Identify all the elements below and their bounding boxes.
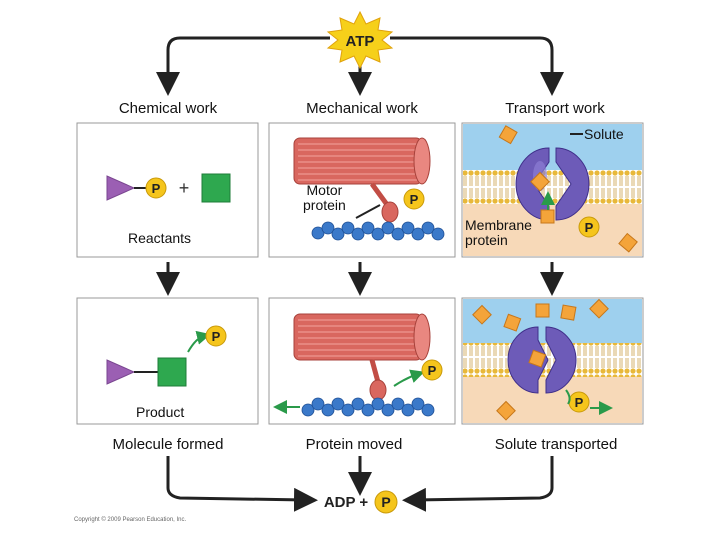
motor-protein-label: Motor protein <box>303 182 346 213</box>
solute-particle <box>589 298 609 319</box>
solute-particle <box>528 349 547 368</box>
transport-after: P <box>463 298 642 423</box>
muscle-fiber-bundle <box>293 137 431 185</box>
transport-protein <box>507 326 577 394</box>
actin-filament <box>311 221 445 241</box>
solute-particle <box>540 209 555 224</box>
mechanical-before: P <box>293 137 445 241</box>
solute-particle <box>618 232 638 253</box>
svg-text:P: P <box>410 192 419 207</box>
product-triangle <box>106 359 136 385</box>
solute-particle <box>530 171 550 192</box>
adp-label: ADP + <box>324 494 369 511</box>
transport-work-title: Transport work <box>505 100 605 117</box>
mechanical-after: P <box>273 313 443 417</box>
solute-particle <box>560 304 577 321</box>
chemical-work-title: Chemical work <box>118 100 218 117</box>
atp-label: ATP <box>346 33 375 50</box>
svg-text:P: P <box>152 181 161 196</box>
phosphate-icon <box>403 188 425 210</box>
reactants-label: Reactants <box>128 230 192 246</box>
motor-protein-head <box>369 379 387 401</box>
svg-text:P: P <box>575 395 584 410</box>
svg-text:P: P <box>381 494 390 510</box>
reactant-triangle <box>106 175 136 201</box>
copyright-notice: Copyright © 2009 Pearson Education, Inc. <box>74 517 187 523</box>
actin-filament <box>301 397 435 417</box>
solute-particle <box>498 125 518 145</box>
product-label: Product <box>136 404 185 420</box>
phosphate-icon <box>421 359 443 381</box>
membrane-protein-label: Membrane protein <box>465 217 532 248</box>
mechanical-work-title: Mechanical work <box>306 100 418 117</box>
phosphate-icon <box>578 216 600 238</box>
protein-moved-label: Protein moved <box>305 436 403 453</box>
phosphate-icon <box>205 325 227 347</box>
chemical-product: P <box>106 325 227 387</box>
svg-text:P: P <box>428 363 437 378</box>
svg-text:P: P <box>585 220 594 235</box>
phosphate-icon <box>145 177 167 199</box>
transport-before: P <box>463 124 642 256</box>
svg-text:P: P <box>212 329 221 344</box>
solute-particle <box>535 303 550 318</box>
chemical-reactants: P + <box>106 173 231 203</box>
step-arrows <box>156 262 564 296</box>
lipid-bilayer <box>463 170 642 204</box>
product-square <box>157 357 187 387</box>
solute-particle <box>496 400 516 421</box>
solute-particle <box>503 313 522 332</box>
atp-starburst: ATP <box>326 10 394 70</box>
muscle-fiber-bundle <box>293 313 431 361</box>
plus-sign: + <box>179 178 190 198</box>
motor-protein-head <box>381 201 399 223</box>
phosphate-icon <box>374 490 398 514</box>
solute-particle <box>472 304 492 325</box>
solute-transported-label: Solute transported <box>494 436 618 453</box>
molecule-formed-label: Molecule formed <box>112 436 224 453</box>
reactant-square <box>201 173 231 203</box>
solute-label: Solute <box>584 126 624 142</box>
adp-connector <box>166 456 554 512</box>
